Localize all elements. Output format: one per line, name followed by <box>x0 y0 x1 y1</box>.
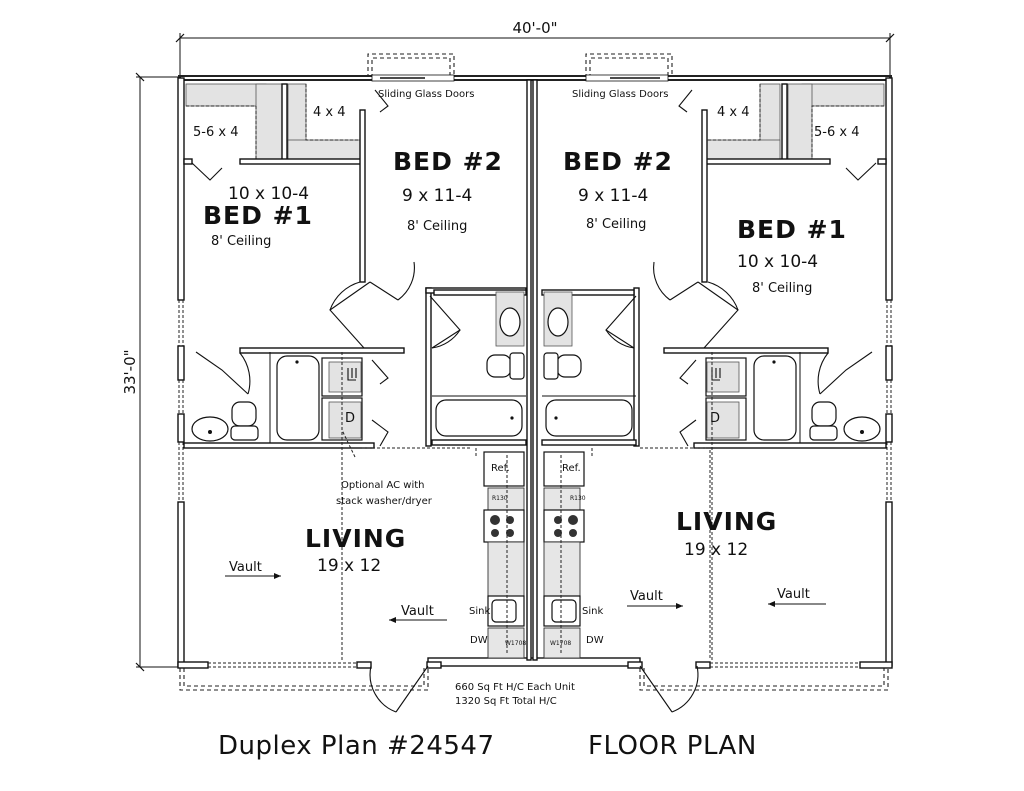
bed2-ceiling: 8' Ceiling <box>407 219 467 234</box>
depth-dimension-label: 33'-0" <box>121 349 139 394</box>
bed1-size: 10 x 10-4 <box>228 184 309 204</box>
sink-label-right: Sink <box>582 606 603 617</box>
living-name-right: LIVING <box>676 507 777 536</box>
dw-label: DW <box>470 635 488 646</box>
vault-b-label-right: Vault <box>777 587 810 602</box>
bed2-size: 9 x 11-4 <box>402 186 472 206</box>
area-each-label: 660 Sq Ft H/C Each Unit <box>455 682 575 693</box>
dryer-label-right: D <box>710 411 720 426</box>
vault-a-label-right: Vault <box>630 589 663 604</box>
front-porch-outlines <box>179 668 889 691</box>
sink-label: Sink <box>469 606 490 617</box>
bed1-ceiling-right: 8' Ceiling <box>752 281 812 296</box>
rear-patio-outlines <box>367 53 673 78</box>
sliding-doors-label-right: Sliding Glass Doors <box>572 89 668 100</box>
closet-a-label-right: 5-6 x 4 <box>814 125 859 140</box>
plan-title: Duplex Plan #24547 <box>218 731 495 761</box>
depth-dimension: 33'-0" <box>121 72 178 672</box>
dw-tag: W1708 <box>505 640 526 647</box>
ac-note-2: stack washer/dryer <box>336 496 433 507</box>
ref-label: Ref. <box>491 463 510 474</box>
bed2-name: BED #2 <box>393 147 503 176</box>
bed2-size-right: 9 x 11-4 <box>578 186 648 206</box>
width-dimension-label: 40'-0" <box>512 19 557 37</box>
living-size-right: 19 x 12 <box>684 540 748 560</box>
bed2-name-right: BED #2 <box>563 147 673 176</box>
closet-a-label: 5-6 x 4 <box>193 125 238 140</box>
dw-tag-right: W1708 <box>550 640 571 647</box>
right-unit: D R130 W1708 <box>541 83 887 713</box>
vault-b-label: Vault <box>401 604 434 619</box>
room-labels: Sliding Glass Doors 5-6 x 4 4 x 4 10 x 1… <box>193 89 859 707</box>
dryer-label: D <box>345 411 355 426</box>
bed1-name-right: BED #1 <box>737 215 847 244</box>
plan-subtitle: FLOOR PLAN <box>588 731 757 761</box>
bed1-ceiling: 8' Ceiling <box>211 234 271 249</box>
closet-b-label-right: 4 x 4 <box>717 105 750 120</box>
bed2-ceiling-right: 8' Ceiling <box>586 217 646 232</box>
ac-note-1: Optional AC with <box>341 480 425 491</box>
bed1-name: BED #1 <box>203 201 313 230</box>
left-unit: D R130 W1708 <box>183 83 527 713</box>
living-name: LIVING <box>305 524 406 553</box>
range-tag: R130 <box>492 495 508 502</box>
closet-b-label: 4 x 4 <box>313 105 346 120</box>
vault-arrows <box>225 573 826 623</box>
dw-label-right: DW <box>586 635 604 646</box>
range-tag-right: R130 <box>570 495 586 502</box>
bed1-size-right: 10 x 10-4 <box>737 252 818 272</box>
sliding-doors-label: Sliding Glass Doors <box>378 89 474 100</box>
area-total-label: 1320 Sq Ft Total H/C <box>455 696 557 707</box>
exterior-walls <box>177 74 893 669</box>
living-size: 19 x 12 <box>317 556 381 576</box>
ref-label-right: Ref. <box>562 463 581 474</box>
width-dimension: 40'-0" <box>175 19 895 75</box>
vault-a-label: Vault <box>229 560 262 575</box>
